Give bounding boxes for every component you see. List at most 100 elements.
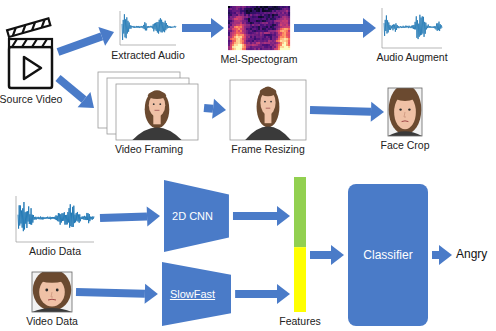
spectrogram-cell [262,18,264,20]
spectrogram-cell [232,32,234,34]
block-arrow [310,102,384,122]
spectrogram-cell [252,38,254,40]
spectrogram-cell [240,8,242,10]
spectrogram-cell [266,46,268,48]
spectrogram-cell [236,34,238,36]
block-arrow [58,27,114,52]
spectrogram-cell [280,40,282,42]
spectrogram-cell [256,22,258,24]
spectrogram-cell [272,24,274,26]
spectrogram-cell [256,24,258,26]
spectrogram-cell [234,16,236,18]
spectrogram-cell [266,28,268,30]
spectrogram-cell [232,24,234,26]
spectrogram-cell [234,40,236,42]
spectrogram-cell [234,38,236,40]
spectrogram-cell [244,32,246,34]
spectrogram-cell [262,6,264,8]
spectrogram-cell [264,32,266,34]
spectrogram-cell [272,40,274,42]
spectrogram-cell [282,38,284,40]
clapper-stripes [12,39,47,47]
spectrogram-cell [288,10,290,12]
spectrogram-cell [270,8,272,10]
spectrogram-cell [286,34,288,36]
spectrogram-cell [250,14,252,16]
spectrogram-cell [286,40,288,42]
spectrogram-cell [244,26,246,28]
spectrogram-cell [282,30,284,32]
spectrogram-cell [254,8,256,10]
spectrogram-cell [278,10,280,12]
spectrogram-cell [274,24,276,26]
spectrogram-cell [262,34,264,36]
spectrogram-cell [236,32,238,34]
spectrogram-cell [234,12,236,14]
spectrogram-cell [242,30,244,32]
spectrogram-cell [262,42,264,44]
block-arrow [182,18,224,38]
spectrogram-cell [266,38,268,40]
spectrogram-cell [256,36,258,38]
spectrogram-cell [248,32,250,34]
spectrogram-cell [270,24,272,26]
spectrogram-cell [232,44,234,46]
spectrogram-cell [276,40,278,42]
spectrogram-cell [236,46,238,48]
block-arrow [76,284,158,304]
spectrogram-cell [250,42,252,44]
node-label: Audio Data [29,245,81,257]
spectrogram-cell [236,16,238,18]
spectrogram-cell [276,12,278,14]
spectrogram-cell [272,12,274,14]
spectrogram-cell [258,16,260,18]
spectrogram-cell [264,18,266,20]
spectrogram-cell [258,8,260,10]
spectrogram-cell [258,48,260,50]
spectrogram-cell [280,38,282,40]
eye [159,103,161,105]
spectrogram-cell [240,34,242,36]
plot-axis [16,196,94,242]
spectrogram-cell [238,14,240,16]
spectrogram-cell [238,46,240,48]
spectrogram-cell [246,12,248,14]
spectrogram-cell [250,6,252,8]
spectrogram-cell [270,30,272,32]
spectrogram-cell [248,6,250,8]
spectrogram-cell [280,20,282,22]
spectrogram-cell [288,36,290,38]
spectrogram-cell [268,8,270,10]
spectrogram-cell [276,48,278,50]
spectrogram-cell [250,44,252,46]
spectrogram-cell [242,44,244,46]
spectrogram-cell [258,26,260,28]
block-arrow [58,78,94,108]
spectrogram-cell [230,20,232,22]
spectrogram-cell [262,36,264,38]
spectrogram-cell [282,32,284,34]
spectrogram-cell [230,26,232,28]
spectrogram-cell [266,44,268,46]
spectrogram-cell [274,38,276,40]
spectrogram-cell [248,40,250,42]
spectrogram-cell [238,12,240,14]
spectrogram-cell [228,16,230,18]
spectrogram-cell [280,26,282,28]
spectrogram-cell [266,36,268,38]
arrow-head [78,92,94,108]
spectrogram-cell [284,18,286,20]
audio-waveform: Extracted Audio [118,8,178,61]
spectrogram-cell [228,36,230,38]
waveform [18,202,94,231]
spectrogram-cell [264,40,266,42]
spectrogram-cell [286,22,288,24]
spectrogram-cell [284,38,286,40]
shoulders [32,308,72,312]
spectrogram-cell [262,24,264,26]
image-area [8,28,54,90]
spectrogram-cell [260,34,262,36]
spectrogram-cell [276,36,278,38]
spectrogram-cell [260,32,262,34]
spectrogram-cell [252,16,254,18]
